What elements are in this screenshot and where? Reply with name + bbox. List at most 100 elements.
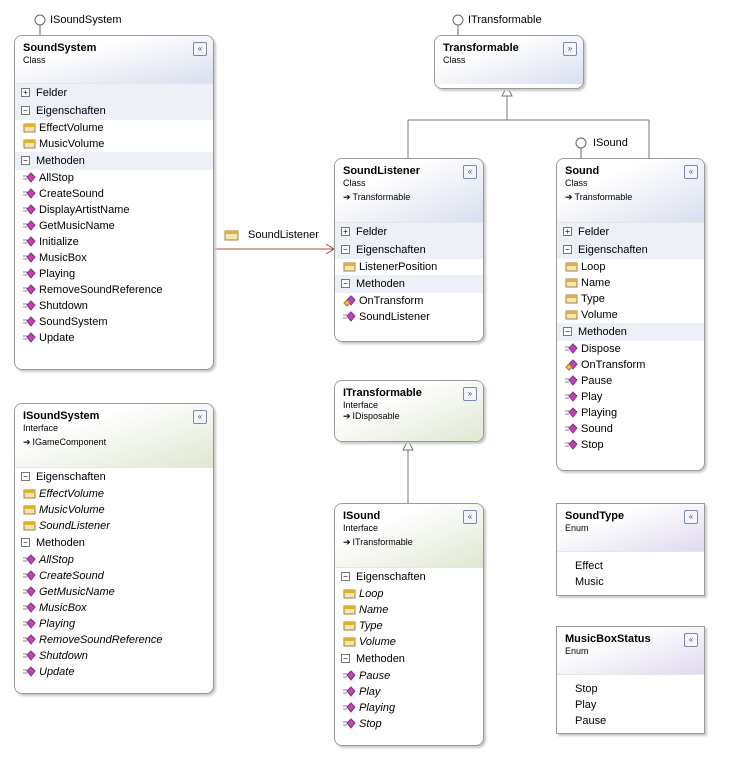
method-item[interactable]: Play	[335, 684, 483, 700]
property-item[interactable]: Volume	[335, 634, 483, 650]
property-item[interactable]: Type	[335, 618, 483, 634]
collapse-icon[interactable]: −	[563, 244, 572, 254]
method-item[interactable]: GetMusicName	[15, 584, 213, 600]
method-item[interactable]: SoundSystem	[15, 314, 213, 330]
section-methods[interactable]: −Methoden	[335, 275, 483, 293]
expand-toggle[interactable]: »	[563, 42, 577, 56]
method-item[interactable]: CreateSound	[15, 568, 213, 584]
method-item[interactable]: Update	[15, 330, 213, 346]
collapse-toggle[interactable]: «	[684, 633, 698, 647]
collapse-icon[interactable]: −	[21, 471, 30, 481]
method-item[interactable]: Initialize	[15, 234, 213, 250]
method-item[interactable]: Update	[15, 664, 213, 680]
method-item[interactable]: Play	[557, 389, 704, 405]
property-item[interactable]: SoundListener	[15, 518, 213, 534]
method-item[interactable]: Shutdown	[15, 298, 213, 314]
collapse-icon[interactable]: −	[341, 244, 350, 254]
method-item[interactable]: Pause	[335, 668, 483, 684]
interface-itransformable[interactable]: ITransformable Interface ➔IDisposable »	[334, 380, 484, 442]
section-fields[interactable]: +Felder	[335, 223, 483, 241]
method-item[interactable]: SoundListener	[335, 309, 483, 325]
interface-isoundsystem[interactable]: ISoundSystem Interface ➔IGameComponent «…	[14, 403, 214, 694]
collapse-toggle[interactable]: «	[193, 42, 207, 56]
property-item[interactable]: Name	[557, 275, 704, 291]
lollipop-itransformable	[452, 14, 464, 26]
section-fields[interactable]: +Felder	[557, 223, 704, 241]
method-item[interactable]: RemoveSoundReference	[15, 282, 213, 298]
property-item[interactable]: MusicVolume	[15, 136, 213, 152]
collapse-toggle[interactable]: «	[684, 510, 698, 524]
collapse-toggle[interactable]: «	[193, 410, 207, 424]
section-methods[interactable]: −Methoden	[15, 152, 213, 170]
method-item[interactable]: Shutdown	[15, 648, 213, 664]
property-item[interactable]: MusicVolume	[15, 502, 213, 518]
enum-value[interactable]: Stop	[575, 683, 598, 695]
method-item[interactable]: AllStop	[15, 552, 213, 568]
section-properties[interactable]: −Eigenschaften	[335, 241, 483, 259]
method-item[interactable]: AllStop	[15, 170, 213, 186]
collapse-icon[interactable]: −	[21, 105, 30, 115]
property-item[interactable]: ListenerPosition	[335, 259, 483, 275]
section-properties[interactable]: −Eigenschaften	[15, 102, 213, 120]
method-item[interactable]: Stop	[335, 716, 483, 732]
method-item[interactable]: Playing	[15, 266, 213, 282]
interface-isound[interactable]: ISound Interface ➔ITransformable « −Eige…	[334, 503, 484, 746]
inherits-label: ➔ITransformable	[343, 537, 475, 548]
method-item[interactable]: Playing	[557, 405, 704, 421]
expand-icon[interactable]: +	[21, 87, 30, 97]
property-item[interactable]: Loop	[557, 259, 704, 275]
method-item[interactable]: DisplayArtistName	[15, 202, 213, 218]
enum-value[interactable]: Music	[575, 576, 604, 588]
enum-soundtype[interactable]: SoundType Enum « Effect Music	[556, 503, 705, 596]
section-methods[interactable]: −Methoden	[15, 534, 213, 552]
method-item[interactable]: CreateSound	[15, 186, 213, 202]
method-item[interactable]: Pause	[557, 373, 704, 389]
method-item[interactable]: Sound	[557, 421, 704, 437]
class-transformable[interactable]: Transformable Class »	[434, 35, 584, 89]
class-soundsystem[interactable]: SoundSystem Class « +Felder −Eigenschaft…	[14, 35, 214, 370]
property-item[interactable]: Type	[557, 291, 704, 307]
property-item[interactable]: Name	[335, 602, 483, 618]
method-item[interactable]: Playing	[15, 616, 213, 632]
method-item[interactable]: Playing	[335, 700, 483, 716]
property-icon	[23, 521, 36, 531]
enum-value[interactable]: Effect	[575, 560, 603, 572]
method-item[interactable]: OnTransform	[557, 357, 704, 373]
property-item[interactable]: Loop	[335, 586, 483, 602]
collapse-icon[interactable]: −	[341, 653, 350, 663]
section-fields[interactable]: +Felder	[15, 84, 213, 102]
method-item[interactable]: Stop	[557, 437, 704, 453]
collapse-toggle[interactable]: «	[684, 165, 698, 179]
class-soundlistener[interactable]: SoundListener Class ➔Transformable « +Fe…	[334, 158, 484, 342]
section-methods[interactable]: −Methoden	[557, 323, 704, 341]
method-item[interactable]: OnTransform	[335, 293, 483, 309]
property-item[interactable]: Volume	[557, 307, 704, 323]
method-item[interactable]: MusicBox	[15, 250, 213, 266]
collapse-icon[interactable]: −	[341, 571, 350, 581]
collapse-toggle[interactable]: «	[463, 165, 477, 179]
property-item[interactable]: EffectVolume	[15, 120, 213, 136]
collapse-icon[interactable]: −	[21, 155, 30, 165]
method-item[interactable]: Dispose	[557, 341, 704, 357]
section-properties[interactable]: −Eigenschaften	[15, 468, 213, 486]
collapse-icon[interactable]: −	[341, 278, 350, 288]
collapse-toggle[interactable]: «	[463, 510, 477, 524]
expand-toggle[interactable]: »	[463, 387, 477, 401]
expand-icon[interactable]: +	[341, 226, 350, 236]
collapse-icon[interactable]: −	[21, 537, 30, 547]
method-item[interactable]: RemoveSoundReference	[15, 632, 213, 648]
inherit-arrow-icon: ➔	[343, 192, 351, 202]
section-properties[interactable]: −Eigenschaften	[557, 241, 704, 259]
method-item[interactable]: GetMusicName	[15, 218, 213, 234]
enum-musicboxstatus[interactable]: MusicBoxStatus Enum « Stop Play Pause	[556, 626, 705, 734]
interface-kind: Interface	[23, 423, 59, 433]
expand-icon[interactable]: +	[563, 226, 572, 236]
class-sound[interactable]: Sound Class ➔Transformable « +Felder −Ei…	[556, 158, 705, 471]
method-item[interactable]: MusicBox	[15, 600, 213, 616]
enum-value[interactable]: Play	[575, 699, 597, 711]
property-item[interactable]: EffectVolume	[15, 486, 213, 502]
section-methods[interactable]: −Methoden	[335, 650, 483, 668]
collapse-icon[interactable]: −	[563, 326, 572, 336]
enum-value[interactable]: Pause	[575, 715, 607, 727]
section-properties[interactable]: −Eigenschaften	[335, 568, 483, 586]
